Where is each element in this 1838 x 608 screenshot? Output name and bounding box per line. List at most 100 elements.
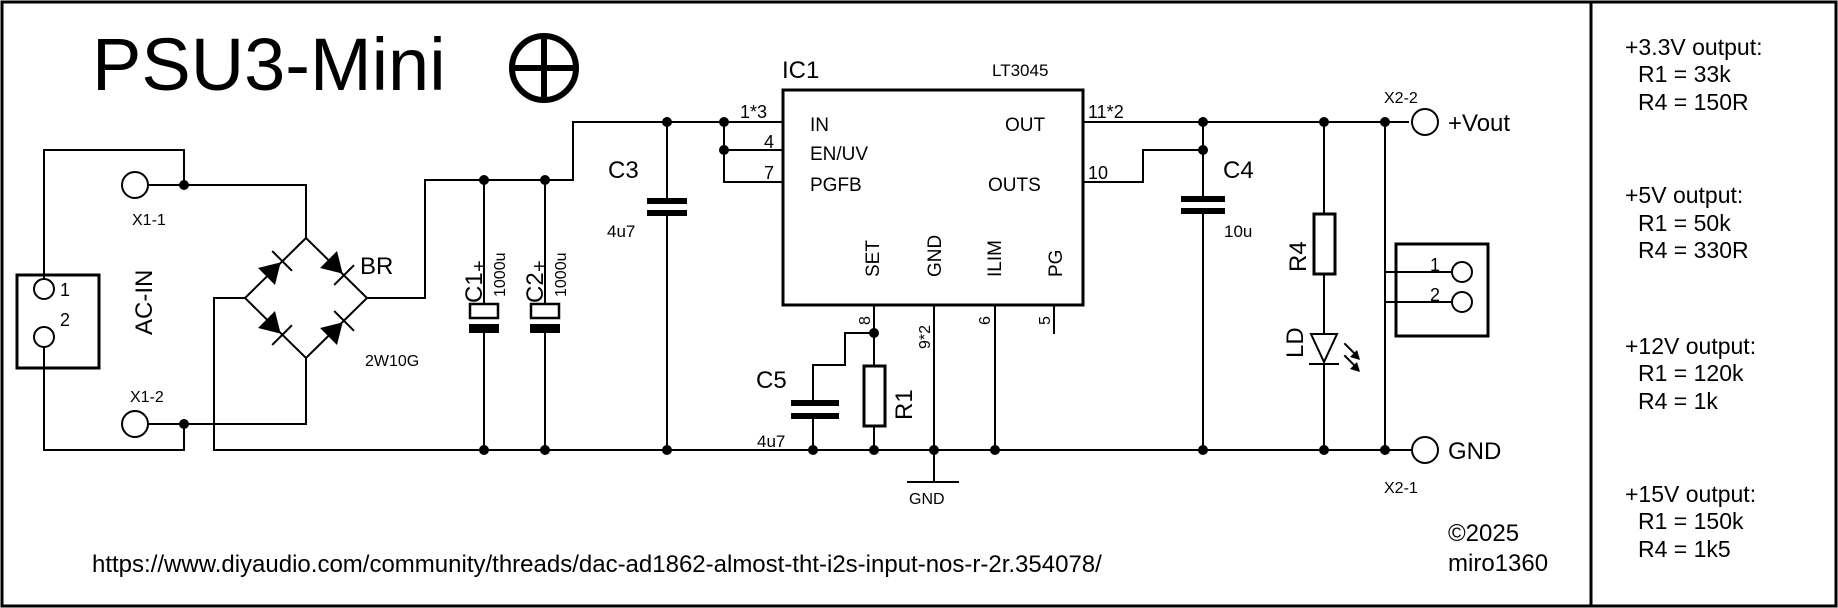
note-r4: R4 = 150R [1638,89,1749,115]
ic1-pinnum-out: 11*2 [1088,102,1124,122]
wire-ac-in-top [43,149,307,279]
gnd-label: GND [1448,438,1501,465]
note-title: +3.3V output: [1625,34,1762,60]
note-r4: R4 = 1k [1638,388,1718,414]
ic1-pinnum-en: 4 [764,132,774,152]
output-conn-pin2: 2 [1430,285,1440,305]
c1-plus: + [469,260,491,272]
note-r4: R4 = 1k5 [1638,536,1731,562]
c5-ref: C5 [756,367,787,394]
junction-dot [1380,117,1390,127]
ic1-pin-en: EN/UV [810,144,868,165]
ic1-pin-in: IN [810,115,829,136]
capacitor-c3 [647,121,687,451]
ic1-pin-pg: PG [1046,250,1067,277]
r1-ref: R1 [891,389,918,420]
c3-ref: C3 [608,157,639,184]
c1-ref: C1 [461,272,488,303]
capacitor-c1 [468,179,500,451]
junction-dot [662,445,672,455]
ic1-pin-ilim: ILIM [985,240,1006,277]
x2-2-label: X2-2 [1384,90,1418,107]
capacitor-c5 [791,400,839,451]
c4-value: 10u [1224,222,1252,241]
x1-1-terminal [121,171,149,199]
junction-dot [540,175,550,185]
note-title: +15V output: [1625,481,1756,507]
note-r1: R1 = 150k [1638,508,1744,534]
junction-dot [929,445,939,455]
c1-value: 1000u [492,253,509,298]
note-title: +12V output: [1625,333,1756,359]
vout-label: +Vout [1448,110,1510,137]
bridge-part: 2W10G [365,353,419,370]
junction-dot [869,445,879,455]
led-light-arrows-icon [1343,342,1360,372]
junction-dot [1319,445,1329,455]
ac-in-pin1: 1 [60,280,70,300]
crosshair-logo-icon [509,33,579,103]
wire-bridge-plus [366,121,725,299]
bridge-ref: BR [360,253,393,280]
junction-dot [179,180,189,190]
wire-en-pgfb-tie [723,121,784,183]
x1-2-terminal [121,410,149,438]
ac-in-connector: 1 2 [15,273,101,370]
wire-set-c5 [812,332,875,401]
bridge-rectifier [243,236,369,360]
wire-outs-sense [1082,149,1204,183]
junction-dot [479,175,489,185]
junction-dot [719,145,729,155]
junction-dot [1198,445,1208,455]
source-url: https://www.diyaudio.com/community/threa… [92,551,1102,578]
c2-plus: + [529,260,551,272]
ic1-pinnum-pgfb: 7 [764,163,774,183]
ic1-pinnum-in: 1*3 [740,102,767,122]
c2-value: 1000u [553,253,570,298]
ground-symbol-label: GND [909,491,945,508]
wire-bridge-minus [213,297,246,451]
ic1-pinnum-pg: 5 [1037,316,1054,325]
c5-value: 4u7 [757,432,785,451]
capacitor-c4 [1181,121,1225,451]
output-voltage-notes: +3.3V output: R1 = 33k R4 = 150R +5V out… [1625,34,1762,562]
junction-dot [662,117,672,127]
x1-2-label: X1-2 [130,389,164,406]
junction-dot [1319,117,1329,127]
ic1-pin-pgfb: PGFB [810,175,862,196]
note-r1: R1 = 120k [1638,360,1744,386]
junction-dot [179,419,189,429]
x2-1-terminal [1411,436,1439,464]
note-r1: R1 = 33k [1638,61,1731,87]
schematic-title: PSU3-Mini [92,23,446,106]
ic1-pin-outs: OUTS [988,175,1041,196]
copyright-author: miro1360 [1448,550,1548,577]
led-ref: LD [1282,327,1309,358]
junction-dot [479,445,489,455]
ac-in-pin2: 2 [60,310,70,330]
x1-1-label: X1-1 [132,212,166,229]
ic1-pinnum-outs: 10 [1088,163,1108,183]
copyright-year: ©2025 [1448,520,1519,547]
ic1-pinnum-gnd: 9*2 [917,325,934,349]
capacitor-c2 [529,179,561,451]
note-title: +5V output: [1625,182,1743,208]
r4-ref: R4 [1285,241,1312,272]
ic1-pinnum-set: 8 [857,316,874,325]
output-connector: 1 2 [1394,242,1490,338]
resistor-r1 [862,332,887,451]
x2-1-label: X2-1 [1384,480,1418,497]
wire-ac-in-bottom [43,347,307,451]
note-r1: R1 = 50k [1638,210,1731,236]
wire-output-conn [1384,271,1463,303]
resistor-r4 [1312,121,1337,335]
output-conn-pin1: 1 [1430,255,1440,275]
junction-dot [808,445,818,455]
note-r4: R4 = 330R [1638,237,1749,263]
led-ld [1309,333,1360,451]
ac-in-label: AC-IN [131,270,158,335]
ic1-pinnum-ilim: 6 [977,316,994,325]
ic1-pin-set: SET [863,240,884,277]
c2-ref: C2 [522,272,549,303]
